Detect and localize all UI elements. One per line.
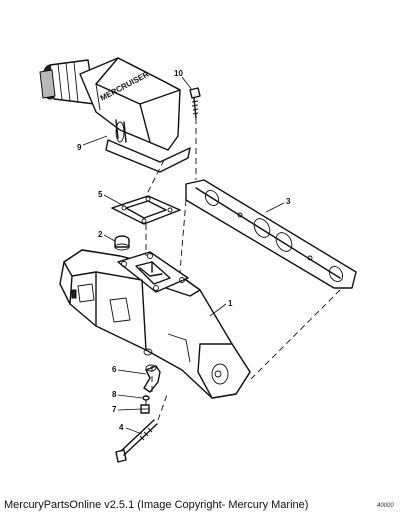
plug-top — [114, 235, 130, 251]
stud-bolt — [115, 419, 158, 463]
screw — [189, 87, 201, 119]
drawing-code: 40000 — [377, 503, 394, 509]
callout-9: 9 — [77, 143, 82, 152]
callout-3: 3 — [286, 197, 291, 206]
exhaust-elbow: MERCRUISER — [39, 57, 191, 173]
callout-10: 10 — [174, 69, 183, 78]
manifold-gasket — [185, 179, 357, 289]
copyright-caption: MercuryPartsOnline v2.5.1 (Image Copyrig… — [4, 499, 309, 511]
exhaust-manifold — [59, 249, 251, 399]
callout-7: 7 — [112, 405, 117, 414]
elbow-gasket — [111, 195, 181, 225]
plug-bottom — [140, 404, 150, 414]
seal-ring — [142, 395, 150, 401]
callout-6: 6 — [112, 365, 117, 374]
callout-labels: 10 9 3 5 2 1 6 8 7 4 — [77, 69, 291, 432]
callout-1: 1 — [228, 299, 233, 308]
callout-leaders — [82, 76, 285, 435]
callout-8: 8 — [112, 390, 117, 399]
callout-4: 4 — [119, 423, 124, 432]
callout-2: 2 — [98, 230, 103, 239]
assembly-lines — [145, 118, 341, 421]
callout-5: 5 — [98, 190, 103, 199]
